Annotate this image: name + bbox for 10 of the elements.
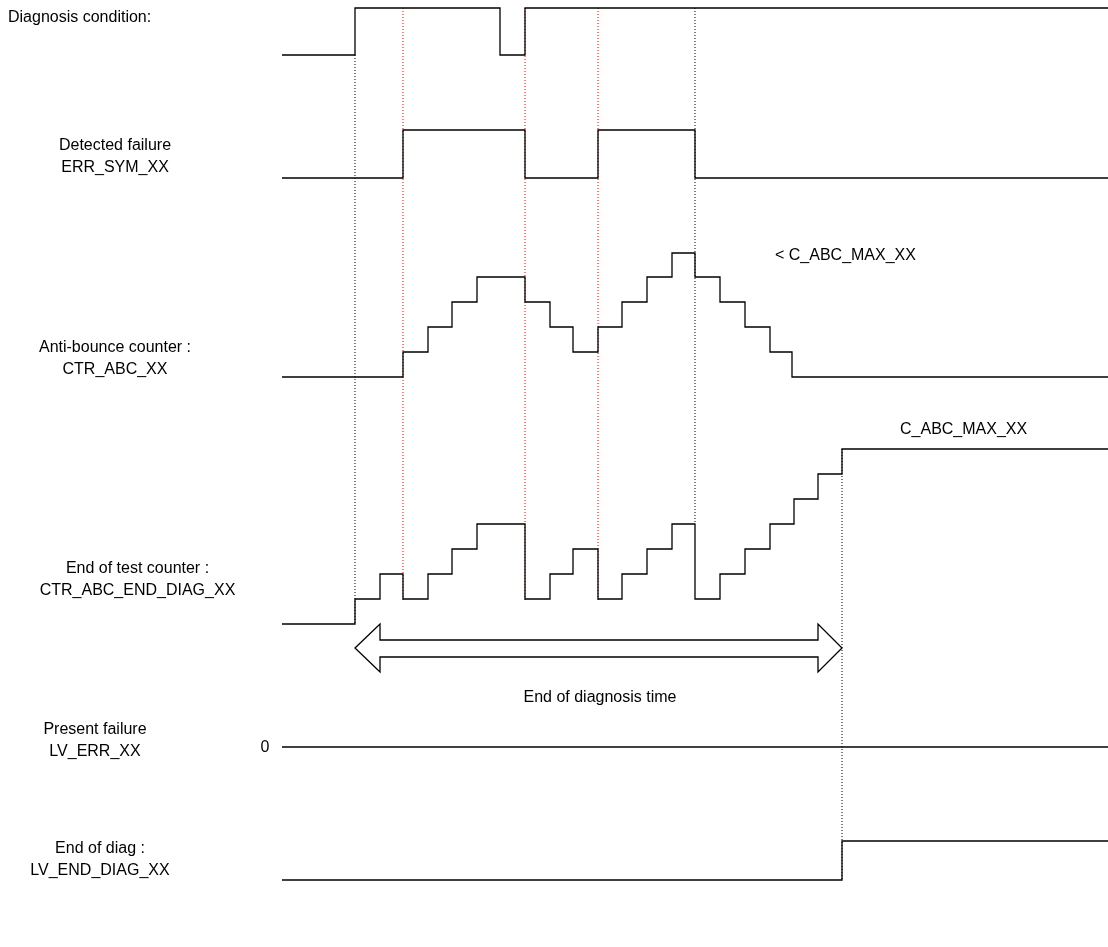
signal-label: Anti-bounce counter : CTR_ABC_XX xyxy=(37,337,193,379)
signal-label: Diagnosis condition: xyxy=(8,7,153,27)
threshold-label: < C_ABC_MAX_XX xyxy=(775,245,917,265)
signal-label: End of test counter : CTR_ABC_END_DIAG_XX xyxy=(38,558,237,600)
value-label: 0 xyxy=(259,737,271,757)
signal-label: End of diag : LV_END_DIAG_XX xyxy=(29,838,171,880)
value-label: C_ABC_MAX_XX xyxy=(900,419,1029,439)
duration-label: End of diagnosis time xyxy=(522,687,678,707)
signal-label: Detected failure ERR_SYM_XX xyxy=(57,135,173,177)
signal-label: Present failure LV_ERR_XX xyxy=(42,719,148,761)
